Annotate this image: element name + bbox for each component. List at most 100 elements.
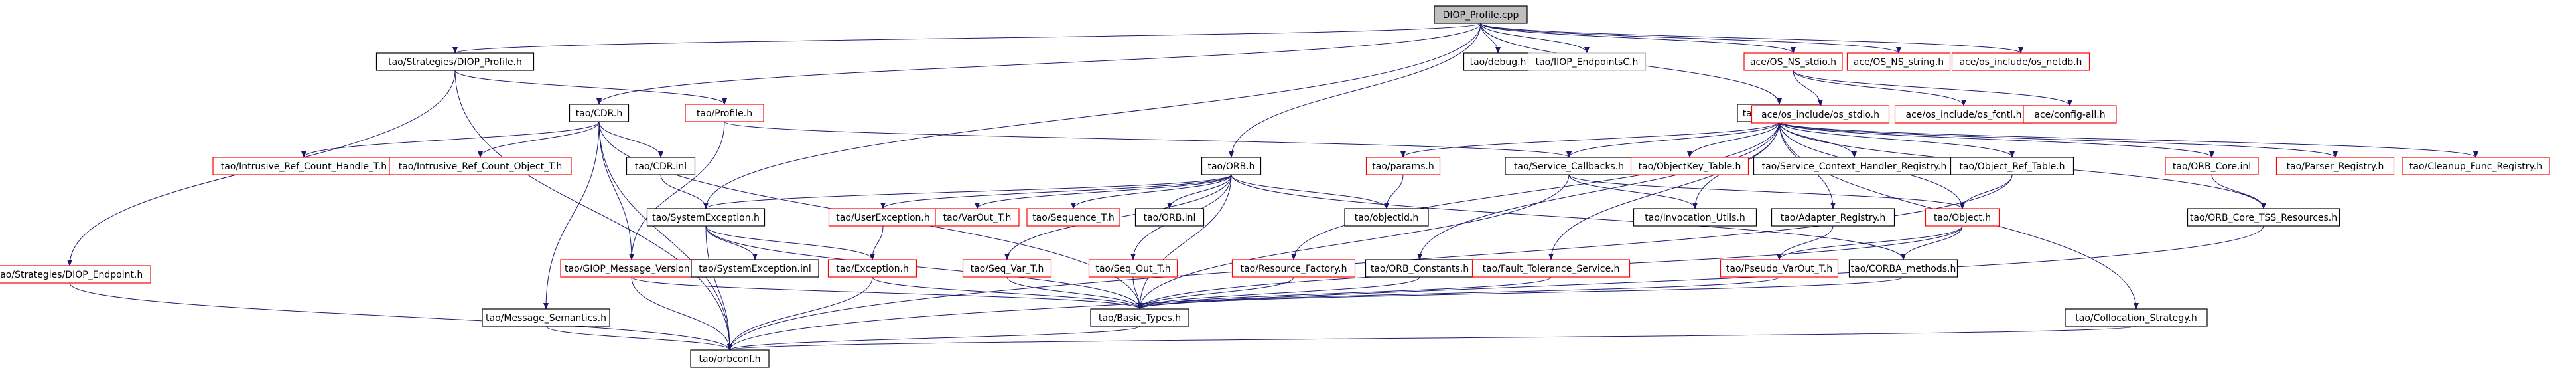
edge-orb-core-to-resource-factory — [1291, 121, 1780, 260]
edge-root-to-orb — [1229, 23, 1481, 158]
node-cleanup-reg[interactable]: tao/Cleanup_Func_Registry.h — [2402, 157, 2550, 175]
node-cdr[interactable]: tao/CDR.h — [569, 104, 630, 122]
nodes-layer: DIOP_Profile.cpptao/Strategies/DIOP_Prof… — [0, 5, 2550, 368]
node-pseudo-varout[interactable]: tao/Pseudo_VarOut_T.h — [1720, 259, 1839, 278]
node-box — [389, 157, 572, 175]
node-obj-ref-table[interactable]: tao/Object_Ref_Table.h — [1950, 157, 2074, 175]
edge-orb-to-varout — [975, 174, 1232, 209]
node-resource-factory[interactable]: tao/Resource_Factory.h — [1231, 259, 1356, 278]
edge-orb-core-to-orb-constants — [1417, 121, 1780, 260]
node-cdr-inl[interactable]: tao/CDR.inl — [626, 157, 696, 175]
node-label: tao/Service_Context_Handler_Registry.h — [1762, 161, 1947, 172]
node-box — [482, 308, 610, 327]
node-box — [1633, 208, 1757, 227]
node-debug[interactable]: tao/debug.h — [1463, 52, 1533, 71]
node-ft-service[interactable]: tao/Fault_Tolerance_Service.h — [1471, 259, 1631, 278]
node-os-ns-string[interactable]: ace/OS_NS_string.h — [1846, 52, 1951, 71]
node-orb-inl[interactable]: tao/ORB.inl — [1134, 208, 1205, 227]
node-giop-msg-ver[interactable]: tao/GIOP_Message_Version.h — [560, 259, 703, 278]
node-objectid[interactable]: tao/objectid.h — [1344, 208, 1429, 227]
node-orb-constants[interactable]: tao/ORB_Constants.h — [1365, 259, 1475, 278]
node-box — [685, 104, 764, 122]
node-box — [1088, 259, 1178, 278]
node-seq-out[interactable]: tao/Seq_Out_T.h — [1088, 259, 1178, 278]
node-exception[interactable]: tao/Exception.h — [827, 259, 917, 278]
node-sequence[interactable]: tao/Sequence_T.h — [1026, 208, 1120, 227]
node-ir-object[interactable]: tao/Intrusive_Ref_Count_Object_T.h — [389, 157, 572, 175]
node-label: tao/orbconf.h — [699, 354, 761, 365]
node-varout[interactable]: tao/VarOut_T.h — [935, 208, 1020, 227]
node-params[interactable]: tao/params.h — [1365, 157, 1441, 175]
edge-msg-semantics-to-orbconf — [545, 326, 732, 351]
node-orb-core-tss[interactable]: tao/ORB_Core_TSS_Resources.h — [2187, 208, 2340, 227]
node-seq-var[interactable]: tao/Seq_Var_T.h — [962, 259, 1052, 278]
node-box — [828, 208, 938, 227]
node-box — [212, 157, 395, 175]
node-os-netdb[interactable]: ace/os_include/os_netdb.h — [1951, 52, 2090, 71]
edge-os-ns-stdio-to-os-fcntl — [1793, 70, 1966, 106]
edge-orb-core-tss-to-orbconf — [727, 225, 2264, 351]
node-basic-types[interactable]: tao/Basic_Types.h — [1090, 308, 1189, 327]
node-os-stdio[interactable]: ace/os_include/os_stdio.h — [1751, 105, 1890, 124]
node-orb[interactable]: tao/ORB.h — [1201, 157, 1262, 175]
node-label: tao/Exception.h — [836, 264, 909, 274]
node-box — [2023, 105, 2117, 124]
node-user-exc[interactable]: tao/UserException.h — [828, 208, 938, 227]
node-box — [1090, 308, 1189, 327]
edge-orb-to-user-exc — [880, 174, 1232, 209]
node-iiop-endpoints[interactable]: tao/IIOP_EndpointsC.h — [1527, 52, 1647, 71]
node-label: ace/OS_NS_stdio.h — [1750, 57, 1836, 68]
node-invocation-utils[interactable]: tao/Invocation_Utils.h — [1633, 208, 1757, 227]
edge-cdr-to-cdr-inl — [598, 121, 663, 158]
edge-orb-core-to-cleanup-reg — [1779, 121, 2478, 158]
node-box — [1365, 259, 1475, 278]
node-box — [2187, 208, 2340, 227]
node-box — [1463, 52, 1533, 71]
edge-sys-exc-to-exception — [705, 225, 875, 260]
edge-root-to-debug — [1480, 23, 1501, 54]
node-label: tao/Intrusive_Ref_Count_Handle_T.h — [221, 161, 387, 172]
node-objkey-table[interactable]: tao/ObjectKey_Table.h — [1630, 157, 1749, 175]
node-box — [1365, 157, 1441, 175]
node-label: tao/Invocation_Utils.h — [1645, 213, 1745, 223]
node-box — [1344, 208, 1429, 227]
edge-strat-profile-to-profile — [454, 70, 727, 105]
edge-orb-core-to-parser-reg — [1779, 121, 2338, 158]
node-strat-endpoint[interactable]: tao/Strategies/DIOP_Endpoint.h — [0, 265, 151, 284]
node-sys-exc[interactable]: tao/SystemException.h — [646, 208, 766, 227]
edge-orb-core-to-params — [1400, 121, 1780, 158]
node-collocation[interactable]: tao/Collocation_Strategy.h — [2065, 308, 2208, 327]
node-label: tao/ORB_Constants.h — [1371, 264, 1469, 274]
edge-svc-callbacks-to-invocation-utils — [1568, 174, 1698, 209]
node-box — [962, 259, 1052, 278]
node-profile[interactable]: tao/Profile.h — [685, 104, 764, 122]
edge-profile-to-giop-msg-ver — [629, 121, 725, 260]
node-os-fcntl[interactable]: ace/os_include/os_fcntl.h — [1894, 105, 2033, 124]
node-label: tao/debug.h — [1470, 57, 1526, 68]
node-object[interactable]: tao/Object.h — [1925, 208, 2000, 227]
node-parser-reg[interactable]: tao/Parser_Registry.h — [2275, 157, 2395, 175]
node-os-ns-stdio[interactable]: ace/OS_NS_stdio.h — [1743, 52, 1843, 71]
node-orbconf[interactable]: tao/orbconf.h — [690, 349, 770, 368]
node-label: tao/CDR.inl — [635, 161, 687, 172]
node-svc-ctx-handler[interactable]: tao/Service_Context_Handler_Registry.h — [1753, 157, 1956, 175]
edge-orb-to-orb-inl — [1167, 174, 1232, 209]
node-label: ace/os_include/os_fcntl.h — [1906, 110, 2022, 120]
node-svc-callbacks[interactable]: tao/Service_Callbacks.h — [1505, 157, 1633, 175]
node-config-all[interactable]: ace/config-all.h — [2023, 105, 2117, 124]
edge-orb-constants-to-basic-types — [1137, 276, 1420, 310]
node-adapter-reg[interactable]: tao/Adapter_Registry.h — [1771, 208, 1895, 227]
node-ir-handle[interactable]: tao/Intrusive_Ref_Count_Handle_T.h — [212, 157, 395, 175]
node-box — [1743, 52, 1843, 71]
node-orb-core-inl[interactable]: tao/ORB_Core.inl — [2165, 157, 2259, 175]
node-label: tao/Seq_Var_T.h — [971, 264, 1044, 274]
node-corba-methods[interactable]: tao/CORBA_methods.h — [1848, 259, 1958, 278]
edge-orb-to-objectid — [1231, 174, 1389, 209]
node-msg-semantics[interactable]: tao/Message_Semantics.h — [482, 308, 610, 327]
edge-cdr-to-ir-object — [478, 121, 600, 158]
edge-sys-exc-to-basic-types — [705, 225, 1142, 310]
edge-cdr-inl-to-sys-exc — [660, 174, 709, 209]
node-strat-profile[interactable]: tao/Strategies/DIOP_Profile.h — [375, 52, 535, 71]
node-sys-exc-inl[interactable]: tao/SystemException.inl — [691, 259, 819, 278]
edge-root-to-os-ns-stdio — [1480, 23, 1796, 54]
